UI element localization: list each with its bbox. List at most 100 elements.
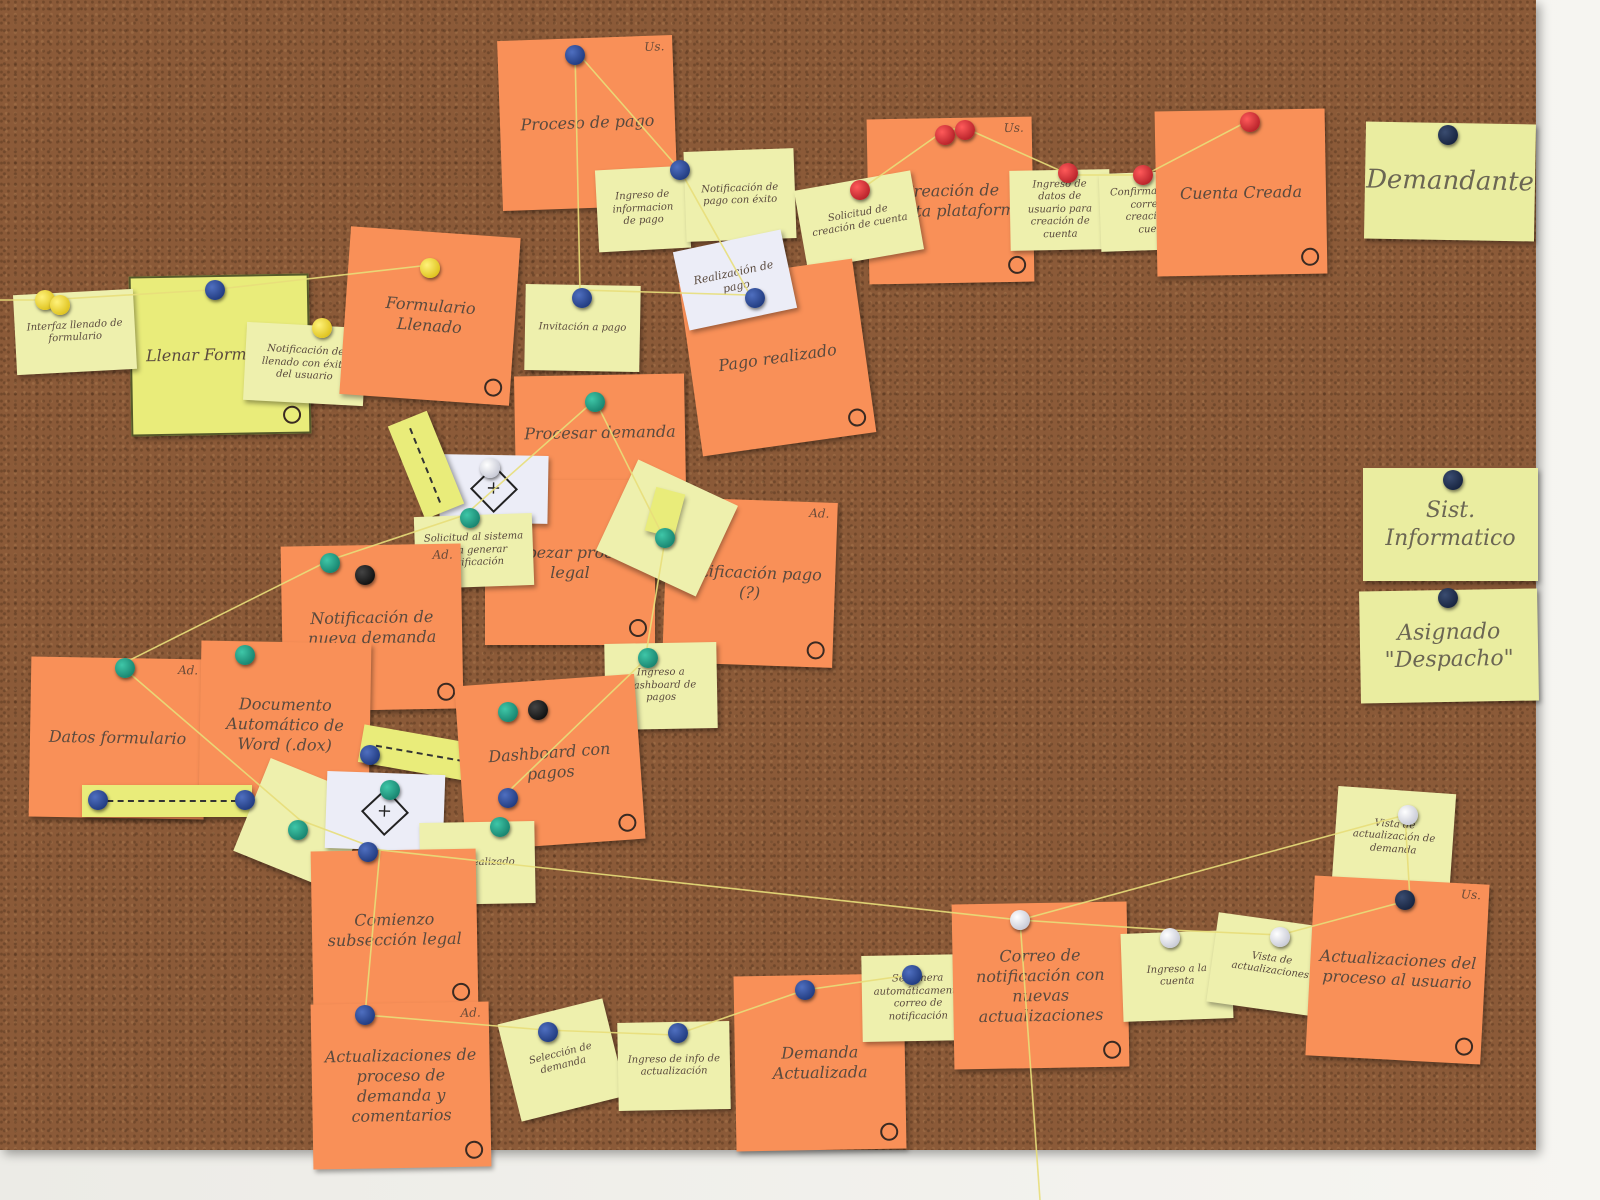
circle-mark (436, 682, 456, 701)
tag-us: Us. (1003, 120, 1024, 136)
push-pin-icon (420, 258, 440, 278)
push-pin-icon (355, 1005, 375, 1025)
note-actualizaciones-usuario-text: Actualizaciones del proceso al usuario (1319, 945, 1477, 993)
note-correo-notificacion-text: Correo de notificación con nuevas actual… (975, 944, 1105, 1026)
note-notificacion-pago-text: Notificación de pago con éxito (701, 181, 779, 208)
push-pin-icon (902, 965, 922, 985)
note-formulario-llenado: Formulario Llenado (339, 226, 521, 406)
circle-mark (846, 407, 868, 428)
circle-mark (483, 377, 503, 398)
circle-mark (806, 641, 825, 660)
push-pin-icon (235, 790, 255, 810)
note-comienzo-legal-text: Comienzo subsección legal (327, 909, 462, 951)
push-pin-icon (360, 745, 380, 765)
note-formulario-llenado-text: Formulario Llenado (385, 292, 477, 338)
note-proceso-pago-text: Proceso de pago (520, 110, 655, 135)
note-correo-notificacion: Correo de notificación con nuevas actual… (951, 901, 1130, 1070)
push-pin-icon (795, 980, 815, 1000)
note-vista-demanda: Vista de actualización de demanda (1331, 786, 1457, 889)
note-vista-actualizaciones-text: Vista de actualizaciones (1230, 949, 1310, 982)
tag-ad: Ad. (177, 663, 199, 678)
note-solicitud-creacion-text: Solicitud de creación de cuenta (811, 202, 909, 240)
push-pin-icon (460, 508, 480, 528)
gateway-symbol: + (486, 477, 502, 499)
circle-mark (464, 1140, 484, 1159)
note-actualizaciones: Ad. Actualizaciones de proceso de demand… (310, 1001, 492, 1170)
push-pin-icon (235, 645, 255, 665)
push-pin-icon (498, 788, 518, 808)
note-interfaz: Interfaz llenado de formulario (12, 288, 138, 376)
circle-mark (282, 405, 302, 424)
tag-us: Us. (1460, 887, 1482, 903)
circle-mark (1300, 247, 1320, 266)
tag-ad: Ad. (809, 506, 830, 521)
note-ingreso-info-act-text: Ingreso de info de actualización (627, 1052, 721, 1078)
note-notificacion-pago: Notificación de pago con éxito (683, 148, 797, 242)
note-actualizaciones-text: Actualizaciones de proceso de demanda y … (324, 1044, 477, 1126)
push-pin-icon (638, 648, 658, 668)
push-pin-icon (498, 702, 518, 722)
note-ingreso-datos-text: Ingreso de datos de usuario para creació… (1027, 178, 1093, 241)
tag-ad: Ad. (460, 1005, 481, 1020)
note-cuenta-creada: Cuenta Creada (1154, 108, 1328, 277)
push-pin-icon (1395, 890, 1415, 910)
gateway-symbol: + (377, 799, 393, 822)
circle-mark (629, 619, 647, 637)
circle-mark (1454, 1037, 1474, 1057)
push-pin-icon (358, 842, 378, 862)
push-pin-icon (320, 553, 340, 573)
note-demanda-actualizada-text: Demanda Actualizada (772, 1041, 868, 1083)
push-pin-icon (1438, 125, 1458, 145)
note-interfaz-text: Interfaz llenado de formulario (26, 317, 123, 345)
push-pin-icon (528, 700, 548, 720)
push-pin-icon (50, 295, 70, 315)
push-pin-icon (565, 45, 585, 65)
note-datos-formulario-text: Datos formulario (48, 726, 187, 749)
push-pin-icon (355, 565, 375, 585)
note-vista-demanda-text: Vista de actualización de demanda (1352, 817, 1436, 857)
push-pin-icon (1058, 163, 1078, 183)
push-pin-icon (670, 160, 690, 180)
push-pin-icon (1398, 805, 1418, 825)
push-pin-icon (572, 288, 592, 308)
push-pin-icon (490, 817, 510, 837)
push-pin-icon (288, 820, 308, 840)
push-pin-icon (312, 318, 332, 338)
lane-despacho-text: Asignado "Despacho" (1384, 618, 1515, 674)
lane-sistema-text: Sist. Informatico (1385, 498, 1516, 551)
note-realizacion-pago-text: Realización de pago (692, 258, 775, 296)
push-pin-icon (88, 790, 108, 810)
circle-mark (880, 1122, 899, 1141)
push-pin-icon (205, 280, 225, 300)
push-pin-icon (935, 125, 955, 145)
push-pin-icon (655, 528, 675, 548)
circle-mark (451, 982, 471, 1002)
note-pago-realizado-text: Pago realizado (717, 339, 838, 375)
note-invitacion-pago-text: Invitación a pago (538, 320, 627, 334)
push-pin-icon (1160, 928, 1180, 948)
note-ingreso-info-pago-text: Ingreso de informacion de pago (612, 188, 674, 228)
push-pin-icon (1010, 910, 1030, 930)
note-dashboard-pagos-text: Dashboard con pagos (487, 738, 611, 784)
note-seleccion-demanda-text: Selección de demanda (527, 1040, 593, 1077)
push-pin-icon (668, 1023, 688, 1043)
circle-mark (617, 813, 637, 833)
push-pin-icon (1133, 165, 1153, 185)
lane-demandante-text: Demandante (1365, 164, 1535, 198)
push-pin-icon (115, 658, 135, 678)
circle-mark (1102, 1040, 1122, 1059)
push-pin-icon (1438, 588, 1458, 608)
note-ingreso-datos: Ingreso de datos de usuario para creació… (1009, 169, 1111, 251)
push-pin-icon (380, 780, 400, 800)
push-pin-icon (538, 1022, 558, 1042)
push-pin-icon (955, 120, 975, 140)
push-pin-icon (480, 458, 500, 478)
push-pin-icon (1270, 927, 1290, 947)
note-documento-word-text: Documento Automático de Word (.dox) (226, 693, 344, 755)
note-procesar-demanda-text: Procesar demanda (524, 421, 676, 443)
push-pin-icon (745, 288, 765, 308)
push-pin-icon (585, 392, 605, 412)
circle-mark (1007, 255, 1027, 275)
note-cuenta-creada-text: Cuenta Creada (1179, 181, 1303, 203)
push-pin-icon (850, 180, 870, 200)
